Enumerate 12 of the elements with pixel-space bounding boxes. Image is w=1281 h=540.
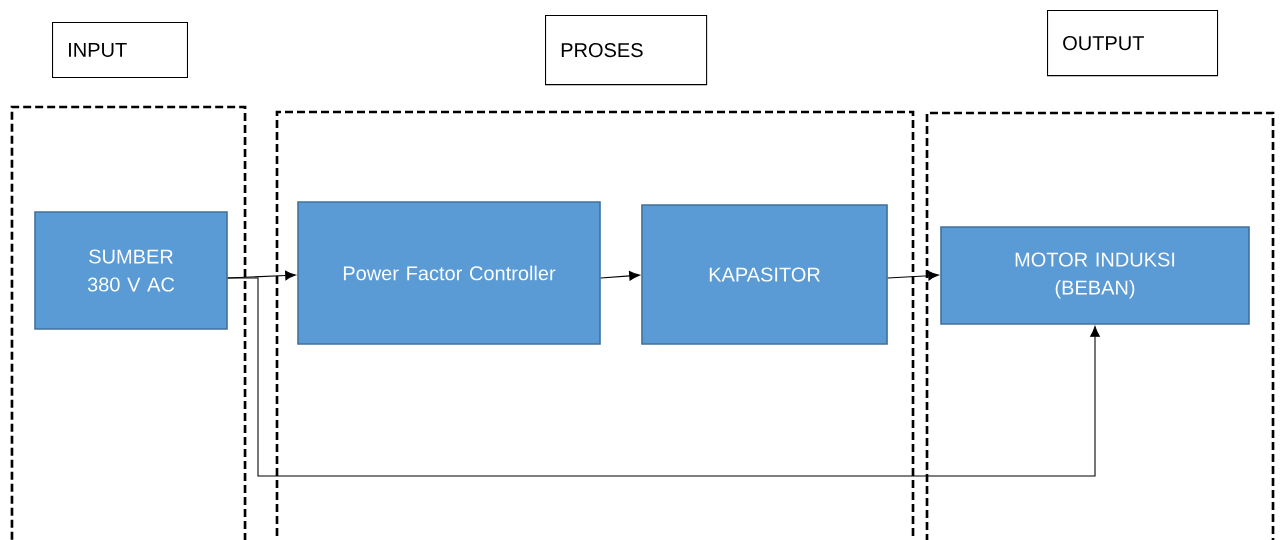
dashed-frame [925, 111, 1275, 540]
dashed-frame [10, 105, 247, 540]
section-label: INPUT [52, 22, 188, 78]
process-box: Power Factor Controller [297, 201, 601, 345]
section-label: OUTPUT [1047, 10, 1219, 77]
arrow [887, 270, 939, 281]
process-box: KAPASITOR [641, 204, 888, 345]
arrow [600, 271, 640, 281]
section-label: PROSES [545, 15, 708, 86]
process-box: MOTOR INDUKSI (BEBAN) [940, 226, 1250, 325]
arrow [227, 277, 1100, 477]
process-box: SUMBER 380 V AC [34, 211, 228, 330]
